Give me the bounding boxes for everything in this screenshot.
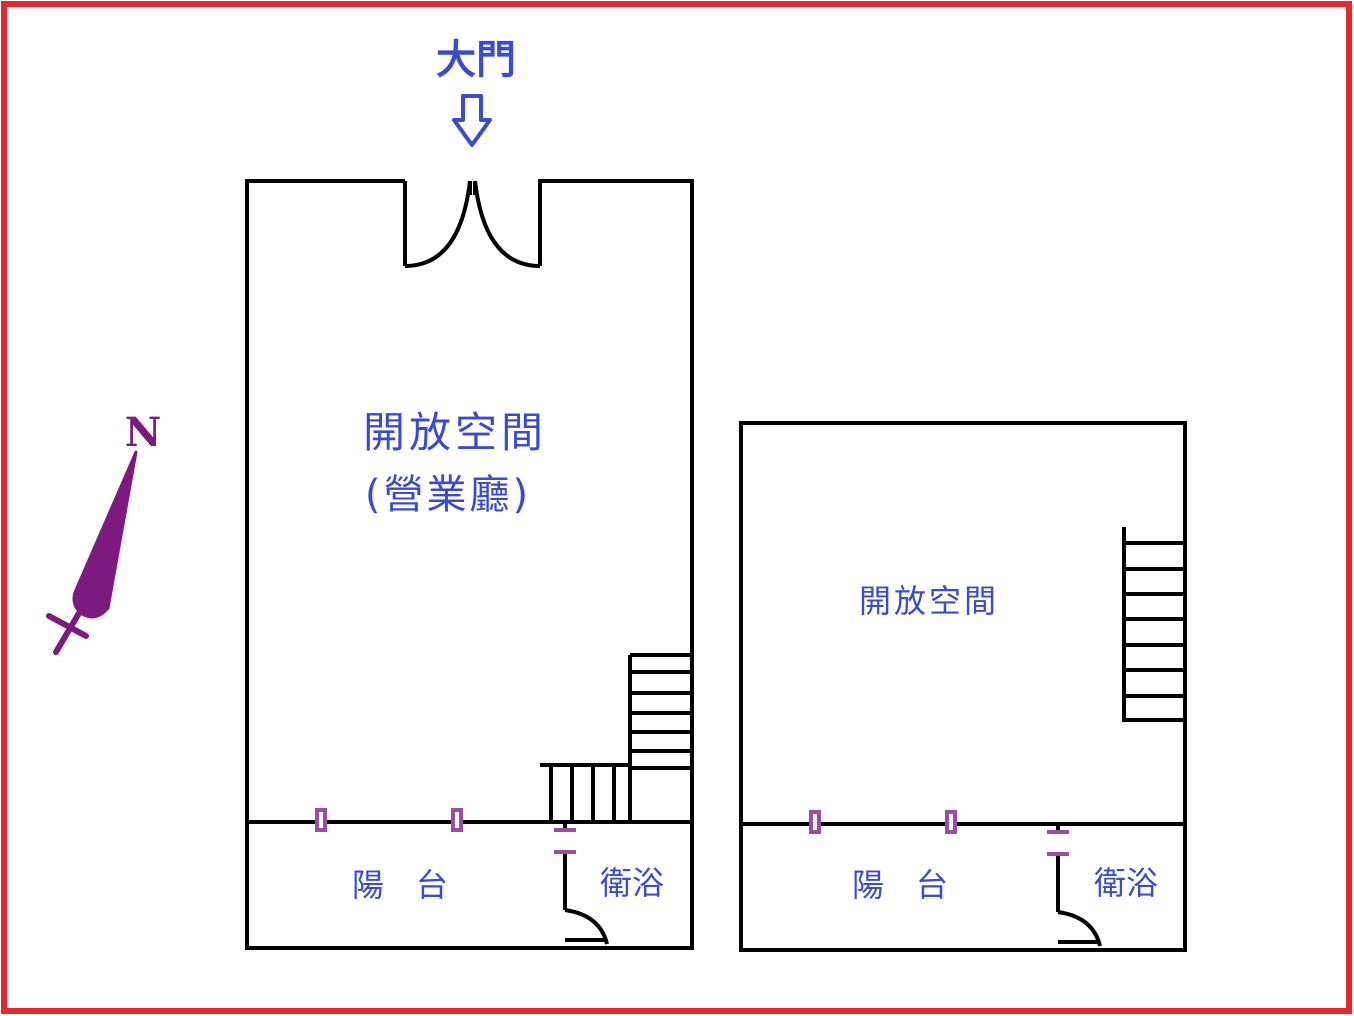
floor-2-open-space-label: 開放空間: [859, 582, 999, 620]
window-mark: [451, 808, 463, 832]
door-swing-icon: [564, 908, 609, 945]
floor-1-business-hall-label: (營業廳): [365, 472, 531, 518]
floor-2-bathroom-label: 衛浴: [1094, 864, 1158, 902]
floor-1-balcony-label: 陽 台: [352, 866, 448, 904]
compass-north-label: N: [125, 409, 162, 456]
floor-1-open-space-label: 開放空間: [363, 408, 547, 457]
floor-1-bathroom-label: 衛浴: [600, 864, 664, 902]
door-swing-icon: [1057, 910, 1102, 947]
floor-1-door-marks: [554, 828, 576, 854]
floor-1-window-marks: [315, 808, 463, 832]
double-door-icon: [404, 180, 541, 268]
window-mark: [945, 810, 957, 834]
floor-1: [245, 179, 694, 950]
floor-2-window-marks: [809, 810, 957, 834]
floor-1-walls: [245, 179, 694, 950]
main-gate-label: 大門: [436, 37, 516, 83]
arrow-down-icon: [452, 94, 492, 147]
floor-2-balcony-label: 陽 台: [852, 866, 948, 904]
floor-2-door-marks: [1047, 830, 1069, 856]
staircase-icon: [540, 653, 692, 822]
compass-needle-icon: [46, 450, 138, 655]
floor-2-walls: [739, 421, 1187, 952]
window-mark: [315, 808, 327, 832]
staircase-icon: [1122, 527, 1185, 722]
window-mark: [809, 810, 821, 834]
